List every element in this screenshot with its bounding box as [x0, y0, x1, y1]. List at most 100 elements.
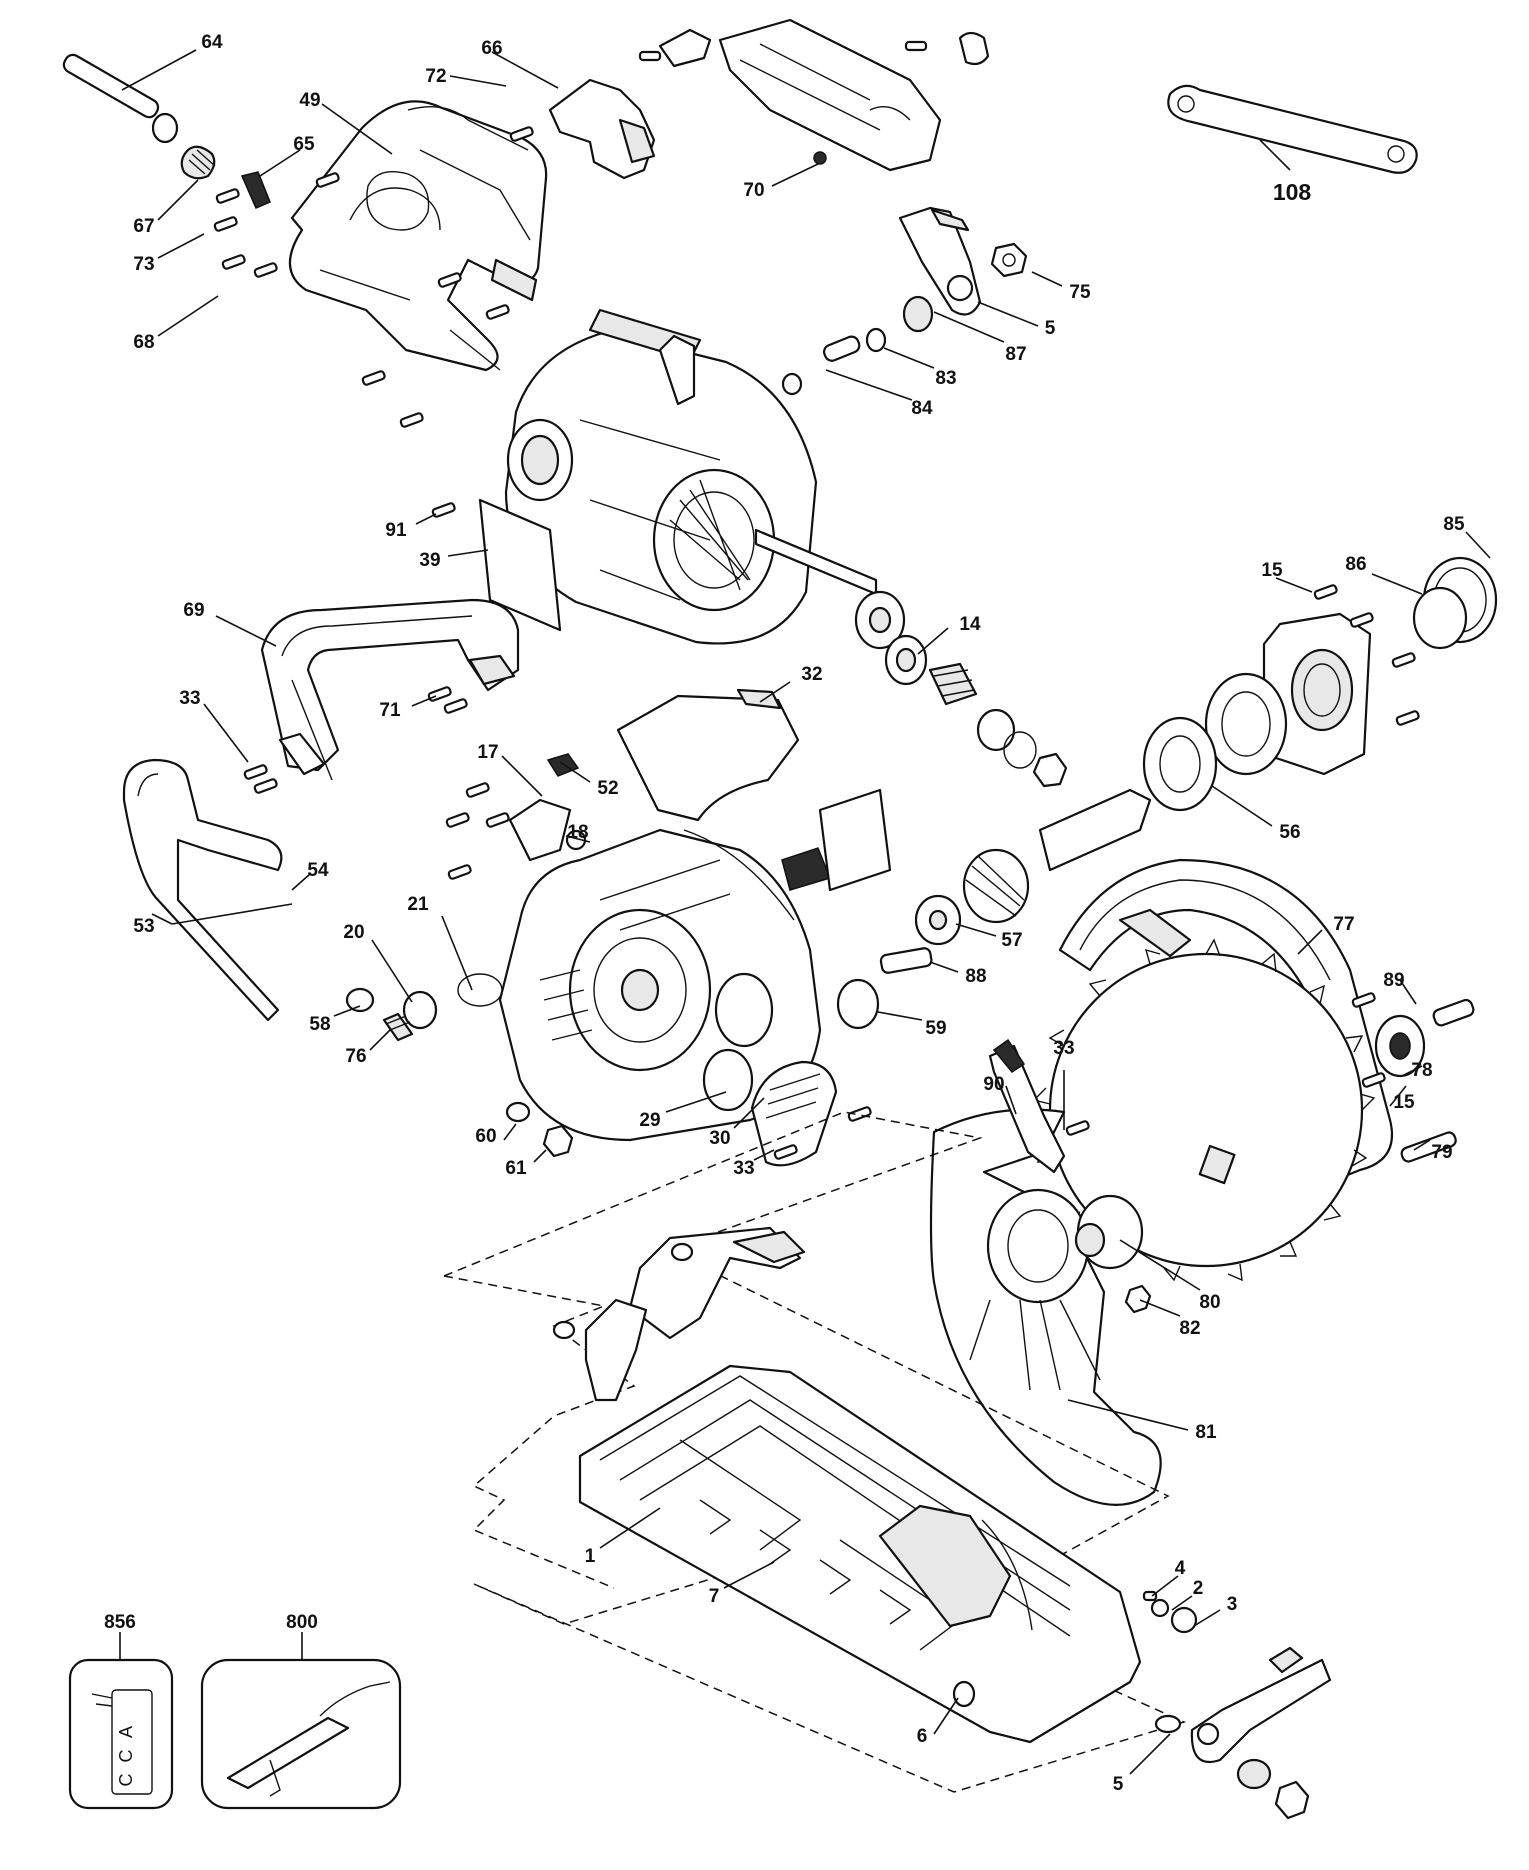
bottom-small-parts [952, 1590, 1198, 1708]
bevel-lever-top-part [898, 206, 982, 316]
callout: 67 [133, 216, 154, 237]
spindle-part [914, 788, 1152, 946]
callout: 800 [286, 1612, 318, 1633]
callout: 89 [1383, 970, 1404, 991]
callout: 17 [477, 742, 498, 763]
callout: 5 [1113, 1774, 1124, 1795]
nut-75-part [990, 242, 1028, 278]
callout: 70 [743, 180, 764, 201]
callout: 54 [307, 860, 329, 881]
callout: 56 [1279, 822, 1300, 843]
callout: 65 [293, 134, 315, 155]
screws-group-a [213, 126, 534, 428]
callout: 76 [345, 1046, 366, 1067]
bevel-bracket-part [552, 1226, 806, 1402]
callout: 60 [475, 1126, 496, 1147]
gear-cover-part [616, 688, 800, 822]
screw-91 [431, 502, 456, 518]
callout: 90 [983, 1074, 1004, 1095]
callout: 3 [1227, 1594, 1238, 1615]
callout: 91 [385, 520, 407, 541]
callout: 69 [183, 600, 204, 621]
callout: 20 [343, 922, 364, 943]
callout: 68 [133, 332, 154, 353]
aux-handle-69-part [260, 598, 520, 781]
callout: 80 [1199, 1292, 1220, 1313]
box-800 [200, 1658, 402, 1810]
top-clips-part [638, 28, 928, 68]
callout: 108 [1273, 179, 1312, 205]
callout: 79 [1431, 1142, 1452, 1163]
handle-53-part [122, 758, 283, 1022]
callout: 21 [407, 894, 429, 915]
callout: 52 [597, 778, 618, 799]
callout: 59 [925, 1018, 946, 1039]
box-856-text-2: C [116, 1750, 136, 1763]
callout: 5 [1045, 318, 1056, 339]
label-39-part [478, 498, 562, 632]
callout: 83 [935, 368, 956, 389]
box-856-text-3: C [116, 1774, 136, 1787]
leader-lines [119, 49, 1491, 1775]
callout: 14 [959, 614, 981, 635]
spring-part [180, 145, 216, 180]
callout: 18 [567, 822, 588, 843]
callout: 66 [481, 38, 502, 59]
callout: 33 [733, 1158, 754, 1179]
motor-part [504, 308, 818, 645]
switch-housing-part [718, 18, 990, 172]
saw-blade-part [1032, 938, 1376, 1282]
callout: 53 [133, 916, 154, 937]
callout: 856 [104, 1612, 136, 1633]
callout: 58 [309, 1014, 330, 1035]
screws-15-group [1313, 584, 1420, 726]
callout: 30 [709, 1128, 730, 1149]
spindle-shaft-part [62, 53, 179, 144]
callout: 6 [917, 1726, 928, 1747]
callout: 39 [419, 550, 440, 571]
callout: 33 [179, 688, 200, 709]
callout: 82 [1179, 1318, 1200, 1339]
bevel-lever-bottom-part [1154, 1646, 1332, 1820]
callout: 71 [379, 700, 401, 721]
callout: 29 [639, 1110, 660, 1131]
washers-bushing-part [781, 295, 934, 396]
callout: 15 [1261, 560, 1283, 581]
armature-shaft-part [754, 528, 906, 650]
callout: 1 [585, 1546, 596, 1567]
callout: 86 [1345, 554, 1366, 575]
callout: 32 [801, 664, 822, 685]
wrench-part [1167, 84, 1418, 174]
callout: 87 [1005, 344, 1026, 365]
flange-80-nut-82 [1074, 1194, 1152, 1314]
lower-guard-part [929, 1108, 1162, 1506]
small-parts-20-21-58-59 [345, 973, 503, 1042]
callout: 75 [1069, 282, 1091, 303]
callout: 33 [1053, 1038, 1074, 1059]
callout: 15 [1393, 1092, 1415, 1113]
callout: 61 [505, 1158, 527, 1179]
callout: 73 [133, 254, 154, 275]
callout: 7 [709, 1586, 720, 1607]
callout: 85 [1443, 514, 1465, 535]
callout: 4 [1175, 1558, 1186, 1579]
base-plate-part [578, 1364, 1142, 1744]
callout: 72 [425, 66, 446, 87]
callout: 49 [299, 90, 320, 111]
callout: 88 [965, 966, 986, 987]
brush-holder-part [781, 788, 892, 892]
trigger-part [548, 78, 656, 180]
latch-17-52 [445, 753, 587, 880]
box-856: A C C [68, 1658, 174, 1810]
callout: 57 [1001, 930, 1022, 951]
washer-78-screw-76-79 [1351, 992, 1475, 1163]
handle-housing-part [288, 100, 548, 372]
callout: 2 [1193, 1578, 1204, 1599]
callout: 77 [1333, 914, 1354, 935]
nut-61-washer-60 [505, 1101, 872, 1160]
callout: 64 [201, 32, 223, 53]
bearing-14-part [884, 634, 1068, 788]
small-lever-part [240, 171, 271, 209]
box-856-text-1: A [116, 1726, 136, 1738]
